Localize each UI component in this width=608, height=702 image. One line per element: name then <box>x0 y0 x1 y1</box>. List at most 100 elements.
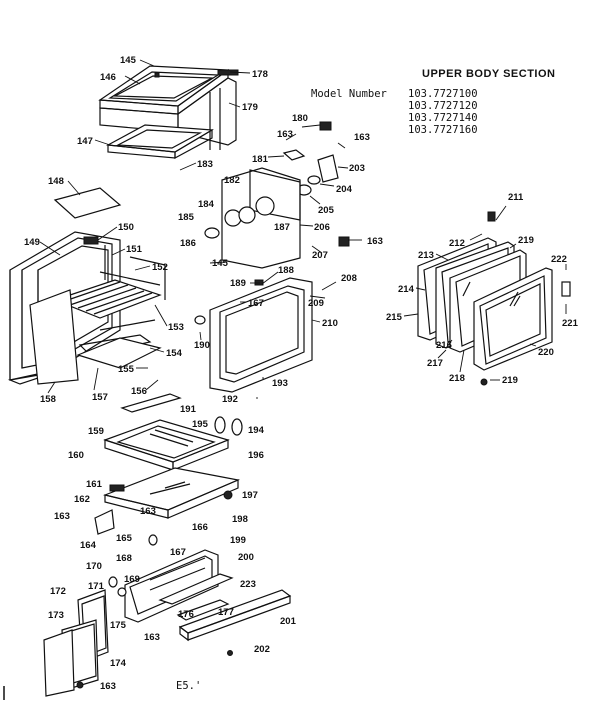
side-panel-158 <box>29 289 79 385</box>
handle-221 <box>561 281 571 297</box>
callout-207: 207 <box>312 250 328 261</box>
callout-168: 168 <box>116 553 132 564</box>
bracket-162 <box>94 509 115 535</box>
callout-183: 183 <box>197 159 213 170</box>
callout-169: 169 <box>124 574 140 585</box>
door-glass-assembly <box>417 211 571 386</box>
callout-171: 171 <box>88 581 105 592</box>
callout-213: 213 <box>418 250 434 261</box>
callout-201: 201 <box>280 616 297 627</box>
callout-205: 205 <box>318 205 335 216</box>
callout-152: 152 <box>152 262 168 273</box>
footer-code: E5.' <box>176 680 201 692</box>
callout-163b: 163 <box>354 132 370 143</box>
callout-186: 186 <box>180 238 196 249</box>
callout-146: 146 <box>100 72 116 83</box>
bracket-159 <box>120 393 182 413</box>
callout-202: 202 <box>254 644 270 655</box>
callout-221: 221 <box>562 318 579 329</box>
callout-195: 195 <box>192 419 209 430</box>
callout-188: 188 <box>278 265 294 276</box>
leader-lines <box>39 59 567 399</box>
box-200 <box>124 549 219 623</box>
callout-163f: 163 <box>144 632 160 643</box>
screw-219b <box>480 378 488 386</box>
callout-173: 173 <box>48 610 64 621</box>
callout-163a: 163 <box>277 129 293 140</box>
bracket-177 <box>176 599 230 621</box>
knob-204 <box>307 175 321 185</box>
screw-202 <box>227 650 233 656</box>
bracket-181 <box>282 149 306 161</box>
bracket-203 <box>317 154 339 183</box>
section-header: UPPER BODY SECTION Model Number 103.7727… <box>311 68 556 136</box>
door-frame-assembly <box>194 277 313 393</box>
callout-163g: 163 <box>100 681 116 692</box>
callout-185: 185 <box>178 212 195 223</box>
callout-163d: 163 <box>140 506 156 517</box>
callout-149: 149 <box>24 237 40 248</box>
callout-206: 206 <box>314 222 330 233</box>
callout-222: 222 <box>551 254 567 265</box>
callout-219a: 219 <box>518 235 534 246</box>
lower-box-assembly <box>43 549 292 697</box>
callout-210: 210 <box>322 318 338 329</box>
model-number-label: Model Number <box>311 88 387 100</box>
callout-218: 218 <box>449 373 465 384</box>
model-number-2: 103.7727120 <box>408 100 478 112</box>
hinge-190 <box>194 315 206 325</box>
clip-211 <box>487 211 496 222</box>
callout-155: 155 <box>118 364 135 375</box>
tray-pan-147 <box>106 124 214 153</box>
knob-195 <box>214 416 226 434</box>
callout-184: 184 <box>198 199 215 210</box>
callout-151: 151 <box>126 244 143 255</box>
model-number-3: 103.7727140 <box>408 112 478 124</box>
section-title: UPPER BODY SECTION <box>422 68 556 80</box>
callout-153: 153 <box>168 322 184 333</box>
vent-cover-assembly <box>204 121 350 269</box>
callout-166: 166 <box>192 522 208 533</box>
callout-160: 160 <box>68 450 84 461</box>
callout-190: 190 <box>194 340 210 351</box>
control-panel-assembly <box>94 393 243 546</box>
callout-150: 150 <box>118 222 134 233</box>
callout-212: 212 <box>449 238 465 249</box>
model-number-4: 103.7727160 <box>408 124 478 136</box>
callout-175: 175 <box>110 620 127 631</box>
grommet-186 <box>204 227 220 239</box>
callout-147: 147 <box>77 136 93 147</box>
callout-172: 172 <box>50 586 66 597</box>
callout-192: 192 <box>222 394 238 405</box>
callout-157: 157 <box>92 392 108 403</box>
callout-182: 182 <box>224 175 240 186</box>
callout-193: 193 <box>272 378 288 389</box>
callout-203: 203 <box>349 163 365 174</box>
callout-176: 176 <box>178 609 194 620</box>
callout-156: 156 <box>131 386 147 397</box>
callout-170: 170 <box>86 561 102 572</box>
callout-163c: 163 <box>367 236 383 247</box>
hole-185 <box>224 209 242 227</box>
callout-161: 161 <box>86 479 103 490</box>
callout-197: 197 <box>242 490 258 501</box>
callout-215: 215 <box>386 312 403 323</box>
callout-167a: 167 <box>248 298 264 309</box>
element-223 <box>158 573 234 605</box>
nut-170 <box>108 576 118 588</box>
callout-189: 189 <box>230 278 246 289</box>
nut-171 <box>117 587 127 597</box>
callout-209: 209 <box>308 298 324 309</box>
callout-194: 194 <box>248 425 265 436</box>
callout-165: 165 <box>116 533 133 544</box>
callout-200: 200 <box>238 552 254 563</box>
oven-bottom-157 <box>76 337 162 369</box>
hole-184 <box>238 206 256 224</box>
clip-180 <box>319 121 332 131</box>
hole-187 <box>255 196 275 216</box>
callout-177: 177 <box>218 607 234 618</box>
callout-162: 162 <box>74 494 90 505</box>
knob-194 <box>231 418 243 436</box>
callout-220: 220 <box>538 347 554 358</box>
callout-211: 211 <box>508 192 524 203</box>
